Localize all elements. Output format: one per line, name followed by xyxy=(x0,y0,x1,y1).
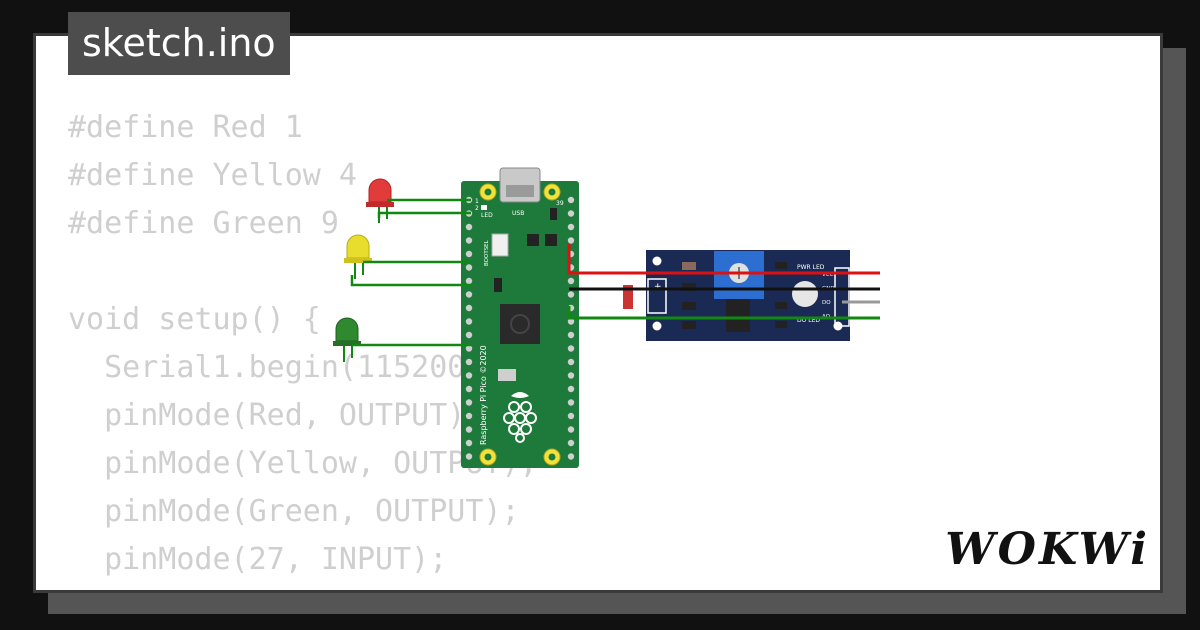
pin-hole xyxy=(567,196,575,204)
flash-chip xyxy=(498,369,516,381)
resistor xyxy=(682,283,696,291)
pin-hole xyxy=(465,426,473,433)
pin-header xyxy=(834,267,850,327)
microphone xyxy=(792,281,818,307)
pin-hole xyxy=(465,237,473,244)
chip xyxy=(545,234,557,246)
pin-hole xyxy=(567,291,575,298)
pin-hole xyxy=(567,412,575,420)
pin-hole xyxy=(465,385,473,393)
wires-sensor xyxy=(567,244,880,320)
code-line: #define Yellow 4 xyxy=(68,158,357,193)
pin-hole xyxy=(465,277,473,285)
usb-label: USB xyxy=(512,210,524,217)
resistor xyxy=(682,321,696,329)
pin-hole xyxy=(567,426,575,433)
pico-board[interactable]: LED USB 1 2 39 BOOTSEL Raspberry Pi Pico… xyxy=(461,167,579,468)
pin-hole xyxy=(465,439,473,447)
pin-hole xyxy=(465,372,473,379)
do-led-label: DO LED xyxy=(797,317,820,324)
rp2040-chip xyxy=(500,304,540,344)
pin-hole xyxy=(567,237,575,244)
usb-port xyxy=(506,185,534,197)
pin-hole xyxy=(465,331,473,339)
pin-label: VCC xyxy=(822,272,834,278)
brand-text: Raspberry Pi Pico ©2020 xyxy=(479,345,488,445)
wires-leds xyxy=(350,198,471,347)
sensor-led xyxy=(623,285,633,309)
pin-hole xyxy=(465,318,473,325)
led-label: LED xyxy=(481,212,493,219)
wokwi-logo: WOKWi xyxy=(945,524,1150,575)
pin-hole xyxy=(465,304,473,312)
file-tab[interactable]: sketch.ino xyxy=(68,12,290,75)
pin-label: DO xyxy=(822,300,831,306)
mount-hole xyxy=(652,256,662,266)
code-line: pinMode(Red, OUTPUT); xyxy=(68,398,484,433)
raspberry-logo-icon xyxy=(503,392,537,443)
chip xyxy=(527,234,539,246)
pin-hole xyxy=(465,264,473,271)
mount-hole xyxy=(652,321,662,331)
code-line: pinMode(Green, OUTPUT); xyxy=(68,494,520,529)
jumper-header xyxy=(647,278,667,314)
led-yellow[interactable] xyxy=(344,234,372,279)
pin-number: 1 xyxy=(475,198,479,205)
led-green[interactable] xyxy=(333,317,361,362)
code-line: Serial1.begin(115200); xyxy=(68,350,502,385)
pin-hole xyxy=(567,385,575,393)
pwr-led-label: PWR LED xyxy=(797,264,825,271)
pin-hole xyxy=(465,358,473,366)
pin-hole xyxy=(465,453,473,460)
preview-card: #define Red 1 #define Yellow 4 #define Gre… xyxy=(33,33,1163,593)
pin-hole xyxy=(465,223,473,231)
pin-hole xyxy=(567,210,575,217)
pin-hole xyxy=(465,250,473,258)
pin-number: 39 xyxy=(556,200,564,207)
chip xyxy=(550,208,557,220)
code-line: void setup() { xyxy=(68,302,321,337)
pin-hole xyxy=(465,291,473,298)
pin-hole xyxy=(567,453,575,460)
pin-hole xyxy=(465,412,473,420)
sound-sensor-module[interactable]: PWR LED DO LED + VCC GND DO AO xyxy=(623,250,850,341)
resistor xyxy=(682,262,696,270)
pin-hole xyxy=(567,223,575,231)
comparator-chip xyxy=(726,299,750,332)
pin-hole xyxy=(567,439,575,447)
pin-hole xyxy=(567,277,575,285)
led-red[interactable] xyxy=(366,178,394,223)
raspberry-logo-icon xyxy=(510,314,530,334)
bootsel-button[interactable] xyxy=(491,233,509,257)
pin-number: 2 xyxy=(475,205,479,212)
pin-hole xyxy=(465,345,473,352)
pin-hole xyxy=(567,372,575,379)
bootsel-label: BOOTSEL xyxy=(484,239,490,266)
resistor xyxy=(682,302,696,310)
code-line: #define Green 9 xyxy=(68,206,339,241)
pin-hole xyxy=(567,358,575,366)
pin-hole xyxy=(567,399,575,406)
svg-text:+: + xyxy=(654,282,662,292)
pin-hole xyxy=(567,331,575,339)
onboard-led xyxy=(481,205,487,210)
pin-hole xyxy=(567,345,575,352)
chip xyxy=(494,278,502,292)
pin-hole xyxy=(567,318,575,325)
code-line: #define Red 1 xyxy=(68,110,303,145)
pin-hole xyxy=(465,399,473,406)
code-line: pinMode(27, INPUT); xyxy=(68,542,448,577)
code-background: #define Red 1 #define Yellow 4 #define Gre… xyxy=(68,104,538,584)
